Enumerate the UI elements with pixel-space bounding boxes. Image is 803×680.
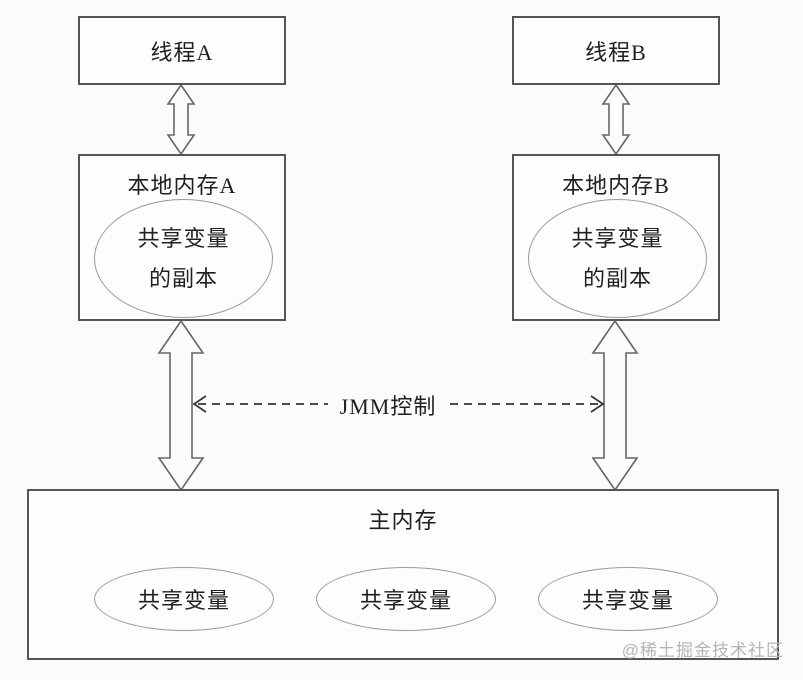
local-memory-b-label: 本地内存B — [562, 173, 670, 198]
shared-variable-copy-a-ellipse: 共享变量 的副本 — [94, 199, 273, 318]
shared-variable-ellipse-2: 共享变量 — [316, 567, 496, 631]
local-memory-a-box: 本地内存A 共享变量 的副本 — [78, 154, 286, 321]
watermark: @稀土掘金技术社区 — [621, 641, 784, 660]
shared-copy-a-line2: 的副本 — [148, 265, 218, 291]
shared-variable-2-label: 共享变量 — [359, 588, 452, 613]
shared-variable-3-label: 共享变量 — [581, 588, 674, 613]
shared-variable-ellipse-3: 共享变量 — [538, 567, 718, 631]
thread-a-box: 线程A — [78, 16, 286, 85]
thread-b-label: 线程B — [585, 39, 647, 65]
shared-copy-b-line1: 共享变量 — [571, 225, 664, 251]
double-arrow-thread-b-icon — [601, 83, 631, 156]
main-memory-box: 主内存 共享变量 共享变量 共享变量 — [27, 489, 779, 660]
double-arrow-thread-a-icon — [166, 83, 196, 156]
shared-copy-b-line2: 的副本 — [582, 265, 652, 291]
local-memory-a-label: 本地内存A — [127, 173, 237, 198]
thread-a-label: 线程A — [150, 39, 214, 65]
jmm-arrowhead-right-icon — [590, 395, 605, 413]
jmm-control-label: JMM控制 — [339, 394, 437, 419]
shared-variable-copy-b-ellipse: 共享变量 的副本 — [528, 199, 707, 318]
shared-copy-a-line1: 共享变量 — [137, 225, 230, 251]
shared-variable-ellipse-1: 共享变量 — [94, 567, 274, 631]
local-memory-b-box: 本地内存B 共享变量 的副本 — [512, 154, 720, 321]
shared-variable-1-label: 共享变量 — [137, 588, 230, 613]
jmm-arrowhead-left-icon — [192, 395, 207, 413]
main-memory-label: 主内存 — [368, 508, 438, 533]
thread-b-box: 线程B — [512, 16, 720, 85]
